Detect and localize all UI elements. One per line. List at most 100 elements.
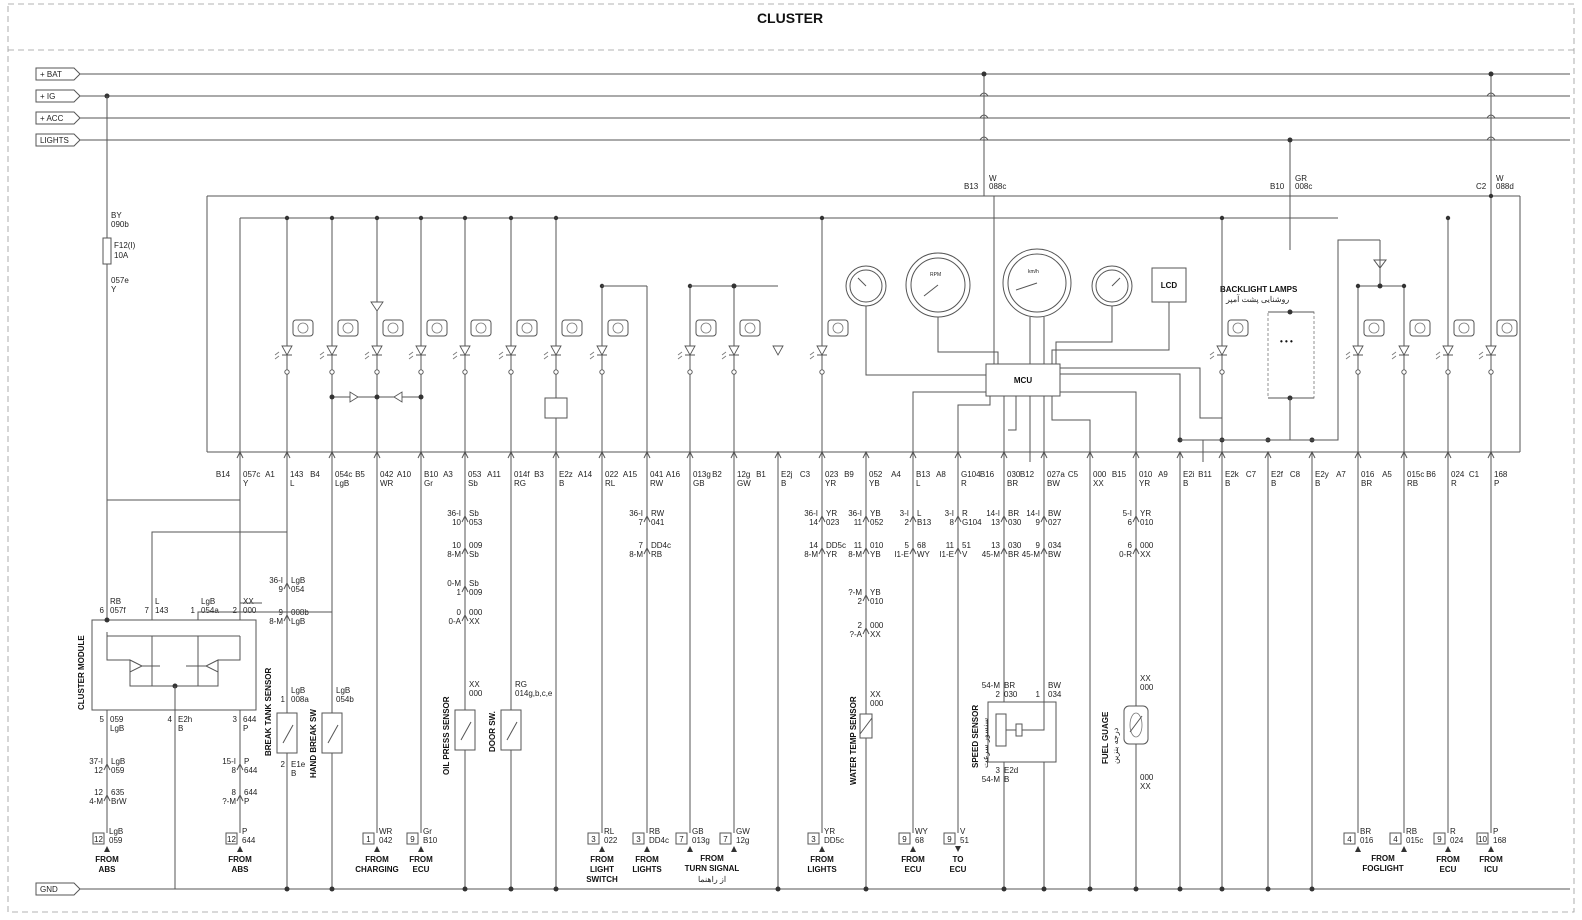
ss-color3: BW — [1048, 681, 1061, 690]
terminal-label: ECU — [905, 865, 922, 874]
splice-a2: L — [917, 509, 922, 518]
cluster-pin-number: C7 — [1246, 470, 1257, 479]
rail-lights-label: LIGHTS — [40, 136, 69, 145]
splice-b2: 010 — [1140, 518, 1154, 527]
mcu-traces — [912, 367, 1223, 462]
splice-a2: 68 — [917, 541, 926, 550]
cluster-pin-wire: 027a — [1047, 470, 1065, 479]
splice-b1: 14 — [809, 518, 818, 527]
splice-a2: 000 — [1140, 541, 1154, 550]
cluster-pin-number: B3 — [534, 470, 544, 479]
splice-b2: Sb — [469, 550, 479, 559]
terminal-number: 3 — [636, 835, 641, 844]
terminal-wire: 059 — [109, 836, 123, 845]
engine-check-icon — [408, 215, 448, 452]
cluster-pin-number: A5 — [1382, 470, 1392, 479]
splice-b1: ?-M — [222, 797, 236, 806]
cluster-pin-wire: E2j — [781, 470, 793, 479]
power-rails: + BAT + IG + ACC LIGHTS GND — [35, 67, 1570, 896]
splice-b1: 0-A — [449, 617, 462, 626]
cluster-pin-number: B6 — [1426, 470, 1436, 479]
terminal-label: LIGHT — [590, 865, 614, 874]
cluster-pin-wire: 013g — [693, 470, 711, 479]
terminal-color: RB — [649, 827, 660, 836]
cluster-pin-color: RL — [605, 479, 616, 488]
terminal-label: FROM — [810, 855, 834, 864]
rail-bat: + BAT — [35, 67, 1570, 81]
splice-b2: BR — [1008, 550, 1019, 559]
cluster-pin-number: A4 — [891, 470, 901, 479]
splice-b2: BrW — [111, 797, 127, 806]
temp-gauge-icon — [845, 265, 986, 376]
terminal-wire: 68 — [915, 836, 924, 845]
terminal-number: 7 — [723, 835, 728, 844]
splice-b2: 009 — [469, 588, 483, 597]
cm-pin-color: P — [243, 724, 248, 733]
splice-a1: 10 — [452, 541, 461, 550]
splice-b2: 041 — [651, 518, 665, 527]
cm-pin-wire: 143 — [155, 606, 169, 615]
splice-a1: 0 — [457, 608, 462, 617]
splice-b1: 10 — [452, 518, 461, 527]
top-conn-b13-wire: 088c — [989, 182, 1006, 191]
splice-b1: 11 — [854, 518, 863, 527]
cluster-pin-wire: E2z — [559, 470, 573, 479]
top-conn-c2-color: W — [1496, 174, 1504, 183]
terminal-number: 7 — [679, 835, 684, 844]
splice-a2: LgB — [291, 576, 305, 585]
terminal-number: 3 — [591, 835, 596, 844]
splice-b1: 9 — [279, 585, 284, 594]
cm-pin-number: 7 — [145, 606, 150, 615]
splice-a1: 14-I — [986, 509, 1000, 518]
splice-b1: I1-E — [894, 550, 909, 559]
terminal-color: WR — [379, 827, 393, 836]
ss-pin-mark2: 54-M — [982, 775, 1001, 784]
top-conn-b13-pin: B13 — [964, 182, 979, 191]
backlight-ellipsis: • • • — [1280, 337, 1293, 346]
abs-icon — [274, 215, 314, 452]
splice-b2: WY — [917, 550, 931, 559]
splice-b2: 053 — [469, 518, 483, 527]
cluster-pin-color: RB — [1407, 479, 1418, 488]
splice-b1: I1-E — [939, 550, 954, 559]
group-turn-signal-line1: FROM — [700, 854, 724, 863]
terminal-number: 9 — [947, 835, 952, 844]
ss-wire2: E2d — [1004, 766, 1018, 775]
cluster-pin-color: WR — [380, 479, 394, 488]
splice-b1: 2 — [858, 597, 863, 606]
splice-a2: DD5c — [826, 541, 846, 550]
splice-a2: 034 — [1048, 541, 1062, 550]
terminal-number: 9 — [1437, 835, 1442, 844]
dsw-color1: RG — [515, 680, 527, 689]
splice-b1: 45-M — [982, 550, 1001, 559]
terminal-label: FROM — [228, 855, 252, 864]
splice-a1: 36-I — [447, 509, 461, 518]
cluster-pin-wire: 022 — [605, 470, 619, 479]
splice-a2: Sb — [469, 579, 479, 588]
splice-b2: YR — [826, 550, 837, 559]
hbs-color1: LgB — [336, 686, 350, 695]
lcd-box — [1151, 267, 1187, 303]
cluster-pin-number: B12 — [1020, 470, 1035, 479]
terminal-label: FROM — [635, 855, 659, 864]
rail-ig: + IG — [35, 89, 1570, 103]
